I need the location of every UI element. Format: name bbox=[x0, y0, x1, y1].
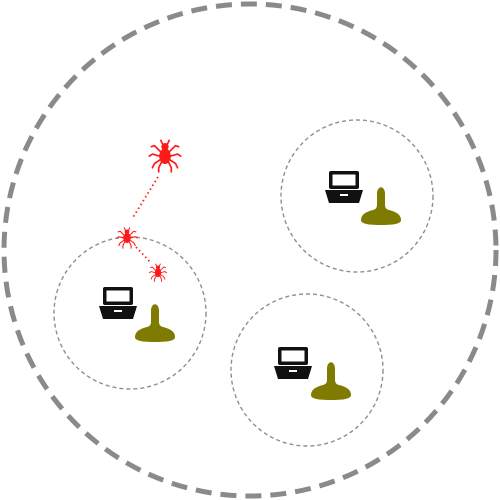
threat-path bbox=[131, 176, 159, 264]
bottom-right-zone bbox=[230, 293, 384, 447]
spider-bug-icon bbox=[148, 139, 182, 173]
top-right-zone bbox=[280, 119, 434, 273]
left-zone bbox=[53, 236, 207, 390]
laptop-icon bbox=[99, 287, 137, 319]
laptop-icon bbox=[325, 171, 363, 203]
person-icon bbox=[311, 362, 351, 400]
zone-boundary bbox=[280, 119, 434, 273]
threat-link bbox=[135, 246, 152, 264]
threat-link bbox=[131, 176, 159, 220]
spider-bug-icon bbox=[116, 227, 138, 249]
spider-bug-icon bbox=[148, 263, 168, 282]
person-icon bbox=[135, 304, 175, 342]
laptop-icon bbox=[274, 347, 312, 379]
zone-boundary bbox=[230, 293, 384, 447]
person-icon bbox=[361, 187, 401, 225]
